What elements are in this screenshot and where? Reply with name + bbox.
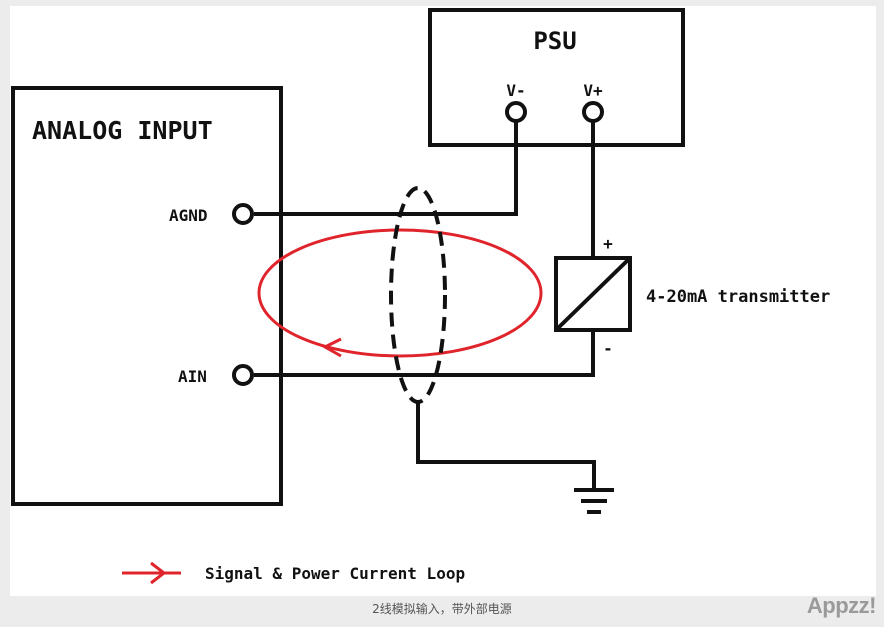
legend: Signal & Power Current Loop <box>122 561 465 585</box>
psu-v-minus-terminal <box>505 101 527 123</box>
watermark-logo: Appzz! <box>806 593 877 618</box>
transmitter-plus-label: + <box>603 234 613 253</box>
wiring-diagram: ANALOG INPUT AGND AIN PSU V- V+ + - 4-20… <box>10 6 876 596</box>
agnd-wire <box>254 121 518 216</box>
cable-shield <box>389 186 447 404</box>
analog-input-box <box>11 86 283 506</box>
ain-wire <box>254 330 595 377</box>
ain-label: AIN <box>178 367 207 386</box>
psu-box <box>428 8 685 147</box>
ain-terminal <box>232 364 254 386</box>
psu-v-plus-label: V+ <box>583 81 603 100</box>
legend-arrow-icon <box>150 561 167 585</box>
current-loop-arrow-icon <box>321 337 342 358</box>
ground-icon <box>574 488 614 514</box>
transmitter-diagonal <box>554 256 632 332</box>
agnd-terminal <box>232 203 254 225</box>
psu-label: PSU <box>533 27 576 55</box>
image-caption: 2线模拟输入，带外部电源 <box>372 602 512 616</box>
psu-v-minus-label: V- <box>506 81 525 100</box>
current-loop <box>257 228 543 358</box>
agnd-label: AGND <box>169 206 208 225</box>
analog-input-label: ANALOG INPUT <box>32 116 213 145</box>
psu-v-plus-terminal <box>582 101 604 123</box>
legend-text: Signal & Power Current Loop <box>205 564 465 583</box>
transmitter-label: 4-20mA transmitter <box>646 287 830 307</box>
transmitter-minus-label: - <box>603 339 613 358</box>
shield-ground-wire <box>416 402 596 490</box>
